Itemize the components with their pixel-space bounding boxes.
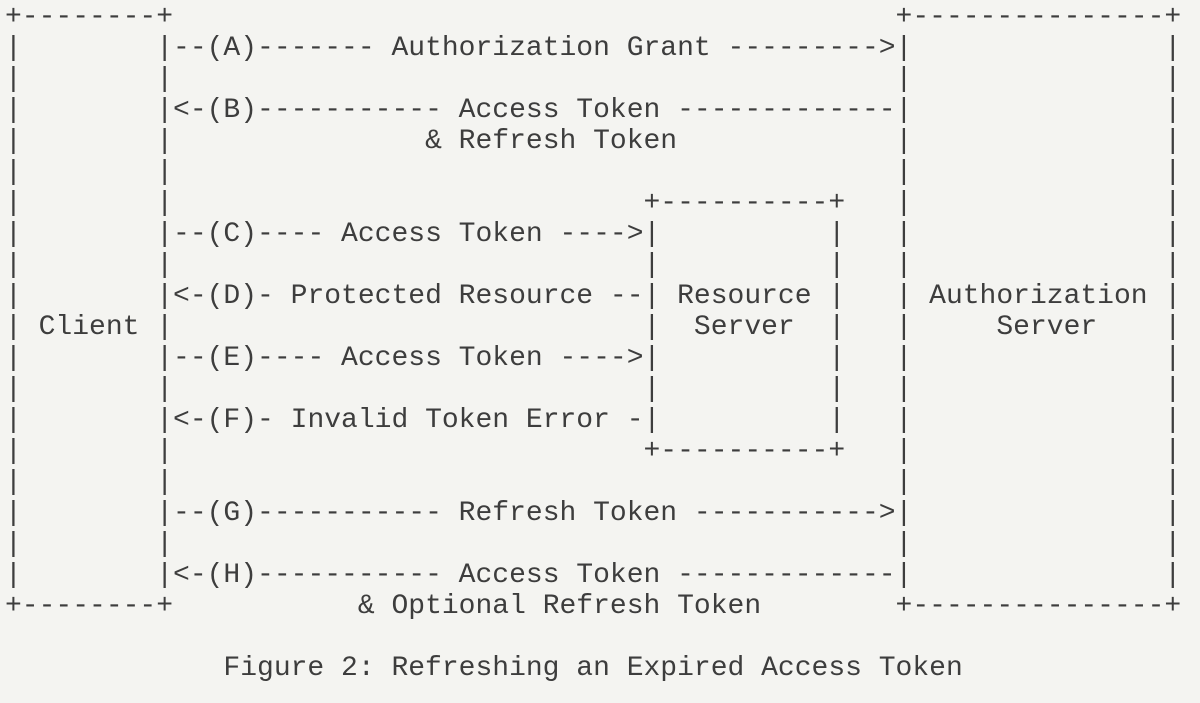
- diagram-line: | | & Refresh Token | |: [5, 126, 1182, 157]
- diagram-line: | |<-(B)----------- Access Token -------…: [5, 95, 1182, 126]
- diagram-line: | | | |: [5, 64, 1182, 95]
- diagram-line: | |--(C)---- Access Token ---->| | | |: [5, 219, 1182, 250]
- diagram-line: | |<-(F)- Invalid Token Error -| | | |: [5, 405, 1182, 436]
- diagram-line: | |--(G)----------- Refresh Token ------…: [5, 498, 1182, 529]
- blank-line: [5, 622, 1200, 653]
- diagram-line: | | | | | |: [5, 374, 1182, 405]
- diagram-line: | | | |: [5, 157, 1182, 188]
- diagram-line: | | | |: [5, 467, 1182, 498]
- diagram-line: | |<-(D)- Protected Resource --| Resourc…: [5, 281, 1182, 312]
- diagram-line: | | | |: [5, 529, 1182, 560]
- figure-caption: Figure 2: Refreshing an Expired Access T…: [223, 653, 963, 684]
- ascii-sequence-diagram: +--------+ +---------------+ | |--(A)---…: [5, 2, 1200, 622]
- diagram-line: | |--(E)---- Access Token ---->| | | |: [5, 343, 1182, 374]
- diagram-line: | | +----------+ | |: [5, 436, 1182, 467]
- diagram-line: | | +----------+ | |: [5, 188, 1182, 219]
- diagram-line: | |--(A)------- Authorization Grant ----…: [5, 33, 1182, 64]
- diagram-line: | Client | | Server | | Server |: [5, 312, 1182, 343]
- diagram-line: | |<-(H)----------- Access Token -------…: [5, 560, 1182, 591]
- diagram-line: | | | | | |: [5, 250, 1182, 281]
- diagram-line: +--------+ +---------------+: [5, 2, 1182, 33]
- diagram-line: +--------+ & Optional Refresh Token +---…: [5, 591, 1182, 622]
